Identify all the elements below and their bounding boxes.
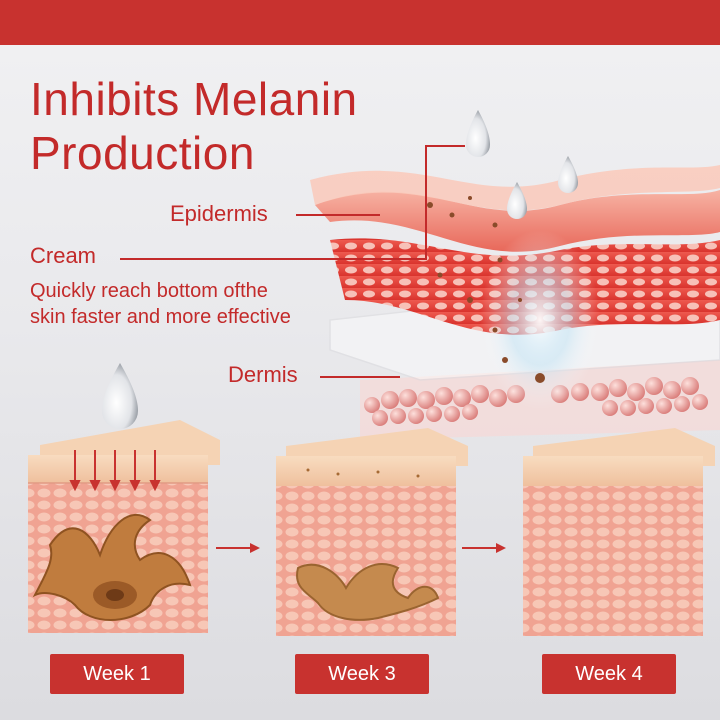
- skin-layers-illustration: [310, 110, 720, 440]
- penetration-arrows: [69, 450, 161, 492]
- cream-leader-line: [120, 258, 427, 260]
- page-title: Inhibits Melanin Production: [30, 72, 410, 180]
- week-4-badge: Week 4: [542, 654, 676, 694]
- epidermis-layer: [315, 190, 720, 252]
- melanocyte-large: [32, 514, 192, 621]
- droplet-icon: [102, 363, 138, 429]
- week-3-badge: Week 3: [295, 654, 429, 694]
- week-1-badge: Week 1: [50, 654, 184, 694]
- skin-cube-week-4: [523, 428, 715, 636]
- top-banner: [0, 0, 720, 45]
- epidermis-label: Epidermis: [170, 201, 268, 226]
- cream-label: Cream: [30, 243, 97, 268]
- droplet-icon: [466, 110, 578, 219]
- cream-description: Quickly reach bottom ofthe skin faster a…: [30, 280, 291, 328]
- arrow-right-icon: [462, 543, 506, 553]
- melanocyte-medium: [296, 563, 440, 621]
- skin-cube-week-3: [276, 428, 468, 636]
- dermis-label: Dermis: [228, 362, 298, 387]
- dermis-leader-line: [320, 376, 400, 378]
- penetration-glow: [480, 230, 600, 410]
- arrow-right-icon: [216, 543, 260, 553]
- epidermis-leader-line: [296, 214, 380, 216]
- title-line-1: Inhibits Melanin: [30, 73, 358, 125]
- title-line-2: Production: [30, 127, 255, 179]
- skin-cube-week-1: [28, 363, 220, 633]
